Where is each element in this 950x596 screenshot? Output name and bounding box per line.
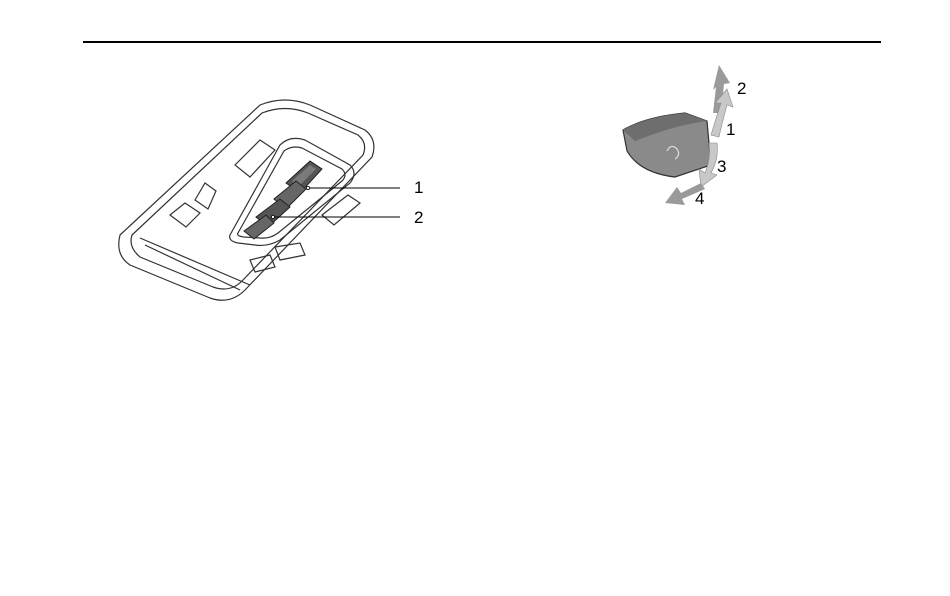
callout-right-2: 2 [737, 80, 746, 97]
left-lamp-lower [195, 183, 216, 209]
switch-direction-illustration: 1 2 3 4 [615, 55, 765, 215]
callout-left-1: 1 [414, 179, 423, 196]
callout-right-1: 1 [726, 121, 735, 138]
callout-right-3: 3 [717, 158, 726, 175]
callout-left-2: 2 [414, 209, 423, 226]
console-outer-housing [119, 100, 374, 300]
switch-buttons [244, 161, 322, 239]
callout-right-4: 4 [695, 190, 704, 207]
console-inner-rim [131, 109, 365, 290]
left-lamp-upper [235, 140, 275, 177]
bottom-lamp-1 [275, 243, 305, 260]
left-lamp-square [170, 203, 200, 227]
overhead-console-drawing [110, 95, 440, 310]
header-rule [83, 41, 881, 43]
bottom-lamp-2 [250, 255, 275, 272]
right-lamp [322, 195, 360, 225]
overhead-console-illustration: 1 2 [110, 95, 440, 310]
